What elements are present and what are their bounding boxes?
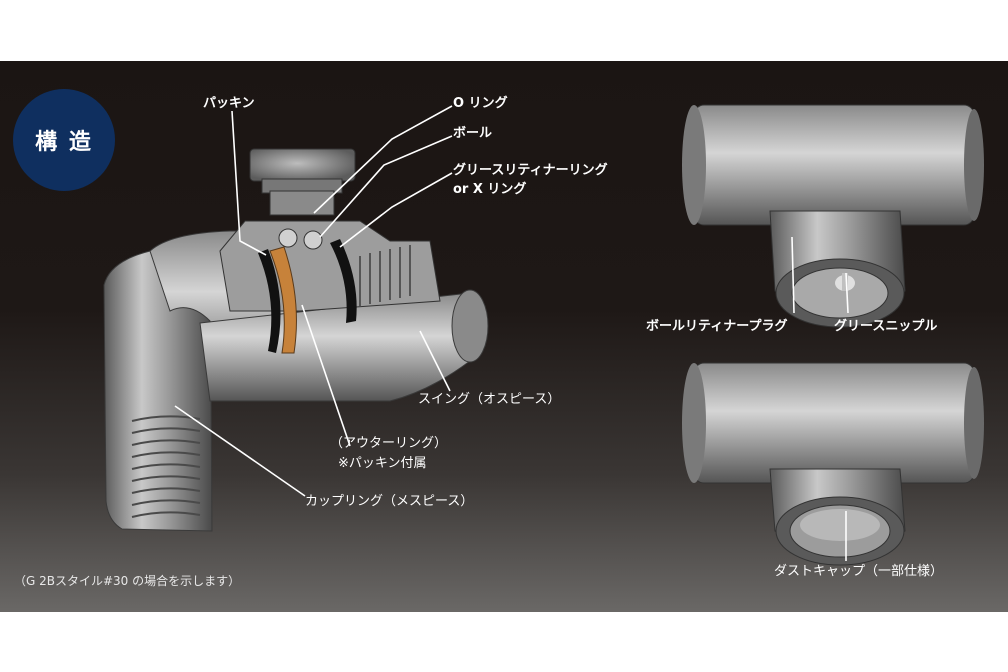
tee-with-dust-cap-illustration [682,362,984,566]
style-note: （G 2Bスタイル#30 の場合を示します） [14,574,241,588]
structure-badge: 構 造 [13,89,115,191]
label-grease-retainer-ring: グリースリティナーリング [453,163,608,178]
label-o-ring: O リング [453,96,508,111]
label-coupling-ring: カップリング（メスピース） [305,494,474,509]
elbow-joint-illustration [103,148,489,532]
label-grease-nipple: グリースニップル [834,319,938,334]
label-x-ring: or X リング [453,182,527,197]
diagram-artwork [103,104,984,566]
label-packing-included: ※パッキン付属 [338,456,427,471]
label-dust-cap: ダストキャップ（一部仕様） [774,564,944,579]
label-packing: パッキン [203,96,255,111]
label-outer-ring: （アウターリング） [330,436,448,451]
tee-with-grease-nipple-illustration [682,104,984,328]
diagram-panel: 構 造 パッキン O リング ボール グリースリティナーリング or X リング… [0,61,1008,612]
label-ball: ボール [453,126,493,141]
label-ball-retainer-plug: ボールリティナープラグ [646,319,788,334]
label-swing: スイング（オスピース） [418,392,561,407]
leader-lines [174,105,849,561]
